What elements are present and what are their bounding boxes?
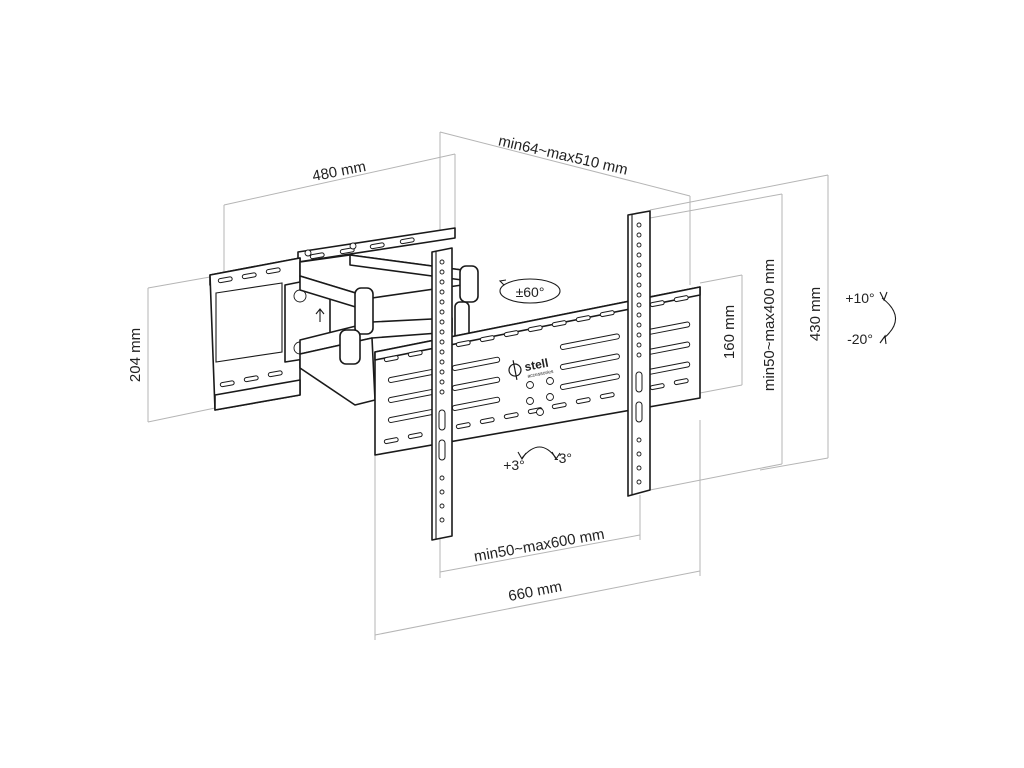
total-width-dim-line	[374, 570, 701, 636]
left-vertical-rail	[431, 247, 453, 541]
inner-vertical-label: 160 mm	[721, 305, 738, 359]
tilt-down-label: -20°	[847, 331, 873, 347]
wall-height-label: 204 mm	[127, 328, 144, 382]
tilt-up-label: +10°	[845, 290, 874, 306]
rotate-left-label: +3°	[503, 457, 525, 473]
arm-depth-label: min64~max510 mm	[497, 132, 630, 178]
vesa-vertical-label: min50~max400 mm	[761, 259, 778, 391]
wall-plate-slots	[217, 237, 415, 388]
rotate-right-label: -3°	[554, 450, 572, 466]
angle-indicators: ±60° +10° -20° +3° -3°	[498, 278, 897, 473]
tv-plate-slots	[383, 295, 691, 445]
wall-width-dim-line	[223, 153, 456, 206]
vesa-horizontal-dim-line	[439, 534, 641, 573]
wall-plate	[209, 227, 456, 411]
total-width-label: 660 mm	[507, 578, 563, 605]
up-arrow-icon	[315, 308, 325, 322]
tilt-arrow-icon	[881, 297, 897, 339]
vesa-horizontal-label: min50~max600 mm	[473, 526, 606, 566]
brand-logo: stell accessories	[508, 356, 555, 380]
total-height-label: 430 mm	[807, 287, 824, 341]
rotate-arrow-icon	[521, 446, 557, 459]
arm-depth-dim-line	[439, 131, 691, 197]
right-rail-holes	[635, 222, 643, 485]
logo-brand: stell	[523, 356, 549, 374]
swivel-label: ±60°	[516, 284, 545, 300]
vertical-rails	[431, 210, 651, 541]
logo-subtitle: accessories	[527, 369, 555, 380]
tv-plate: stell accessories	[374, 286, 701, 456]
swivel-arrow-icon	[499, 278, 561, 304]
right-vertical-rail	[627, 210, 651, 497]
wall-width-label: 480 mm	[311, 158, 367, 185]
left-rail-holes	[438, 259, 446, 523]
articulating-arms	[299, 254, 479, 406]
